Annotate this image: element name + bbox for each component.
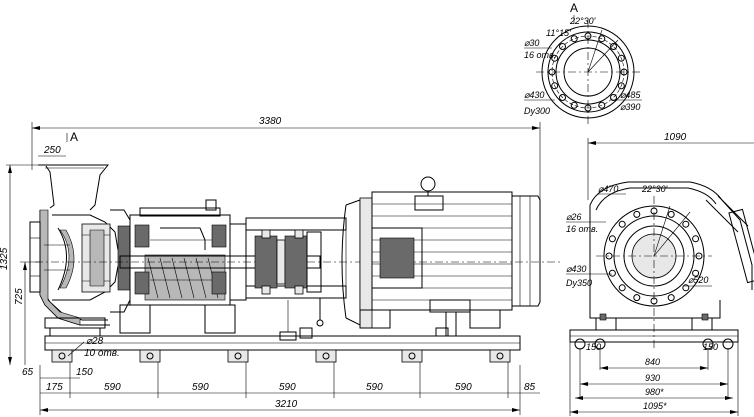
end-view-w-1095: 1095* bbox=[643, 401, 667, 411]
bearing-housing bbox=[119, 199, 236, 334]
dim-spacing-4: 590 bbox=[366, 382, 383, 393]
dim-foot-175: 175 bbox=[46, 382, 63, 393]
flange-a-dia-390: ⌀390 bbox=[620, 102, 640, 112]
flange-a-dia-485: ⌀485 bbox=[620, 90, 641, 100]
end-view: 1090 bbox=[566, 132, 754, 416]
end-view-width: 1090 bbox=[664, 132, 687, 143]
flange-a-angle-outer: 22°30' bbox=[569, 16, 596, 26]
end-view-holes-count: 16 отв. bbox=[566, 224, 598, 234]
flange-a-angle-inner: 11°15' bbox=[546, 28, 571, 38]
dim-right-85: 85 bbox=[524, 382, 536, 393]
dim-overall-length: 3380 bbox=[259, 116, 282, 127]
main-view: 3380 A 250 1325 725 bbox=[0, 116, 560, 415]
bolt-hole-dia: ⌀28 bbox=[86, 336, 104, 347]
dim-spacing-2: 590 bbox=[192, 382, 209, 393]
end-view-angle: 22°30' bbox=[641, 184, 668, 194]
flange-a-dn: Dy300 bbox=[524, 106, 550, 116]
dim-spacing-5: 590 bbox=[455, 382, 472, 393]
dim-shaft-height: 725 bbox=[14, 288, 25, 305]
dim-inlet-offset: 250 bbox=[43, 145, 61, 156]
end-view-dn: Dy350 bbox=[566, 278, 592, 288]
base-frame bbox=[44, 327, 521, 363]
dim-left-65: 65 bbox=[22, 367, 34, 378]
dim-total-height: 1325 bbox=[0, 247, 10, 270]
dim-foot-150: 150 bbox=[76, 367, 93, 378]
bolt-hole-count: 10 отв. bbox=[84, 348, 120, 359]
end-view-holes: ⌀26 bbox=[566, 212, 581, 222]
end-view-w-930: 930 bbox=[645, 373, 660, 383]
flange-view-a: A 22°30' 11°15' bbox=[524, 1, 642, 124]
end-view-w-840: 840 bbox=[645, 357, 660, 367]
section-a-label: A bbox=[70, 130, 78, 144]
view-a-label: A bbox=[570, 1, 578, 15]
coupling-assembly bbox=[229, 217, 347, 341]
flange-a-holes: ⌀30 bbox=[524, 38, 539, 48]
end-view-w-980: 980* bbox=[645, 387, 664, 397]
end-view-w-150-left: 150 bbox=[586, 342, 601, 352]
dim-base-length: 3210 bbox=[275, 399, 298, 410]
end-view-dia-520: ⌀520 bbox=[688, 275, 708, 285]
end-view-dia-430: ⌀430 bbox=[566, 264, 586, 274]
pump-casing bbox=[29, 164, 131, 337]
end-view-dia-470: ⌀470 bbox=[598, 184, 618, 194]
dim-spacing-3: 590 bbox=[279, 382, 296, 393]
anchor-bolts bbox=[51, 349, 511, 363]
electric-motor bbox=[341, 176, 541, 337]
end-view-w-150-right: 150 bbox=[703, 342, 718, 352]
flange-a-holes-count: 16 отв. bbox=[524, 50, 556, 60]
flange-a-dia-430: ⌀430 bbox=[524, 90, 544, 100]
dim-spacing-1: 590 bbox=[104, 382, 121, 393]
